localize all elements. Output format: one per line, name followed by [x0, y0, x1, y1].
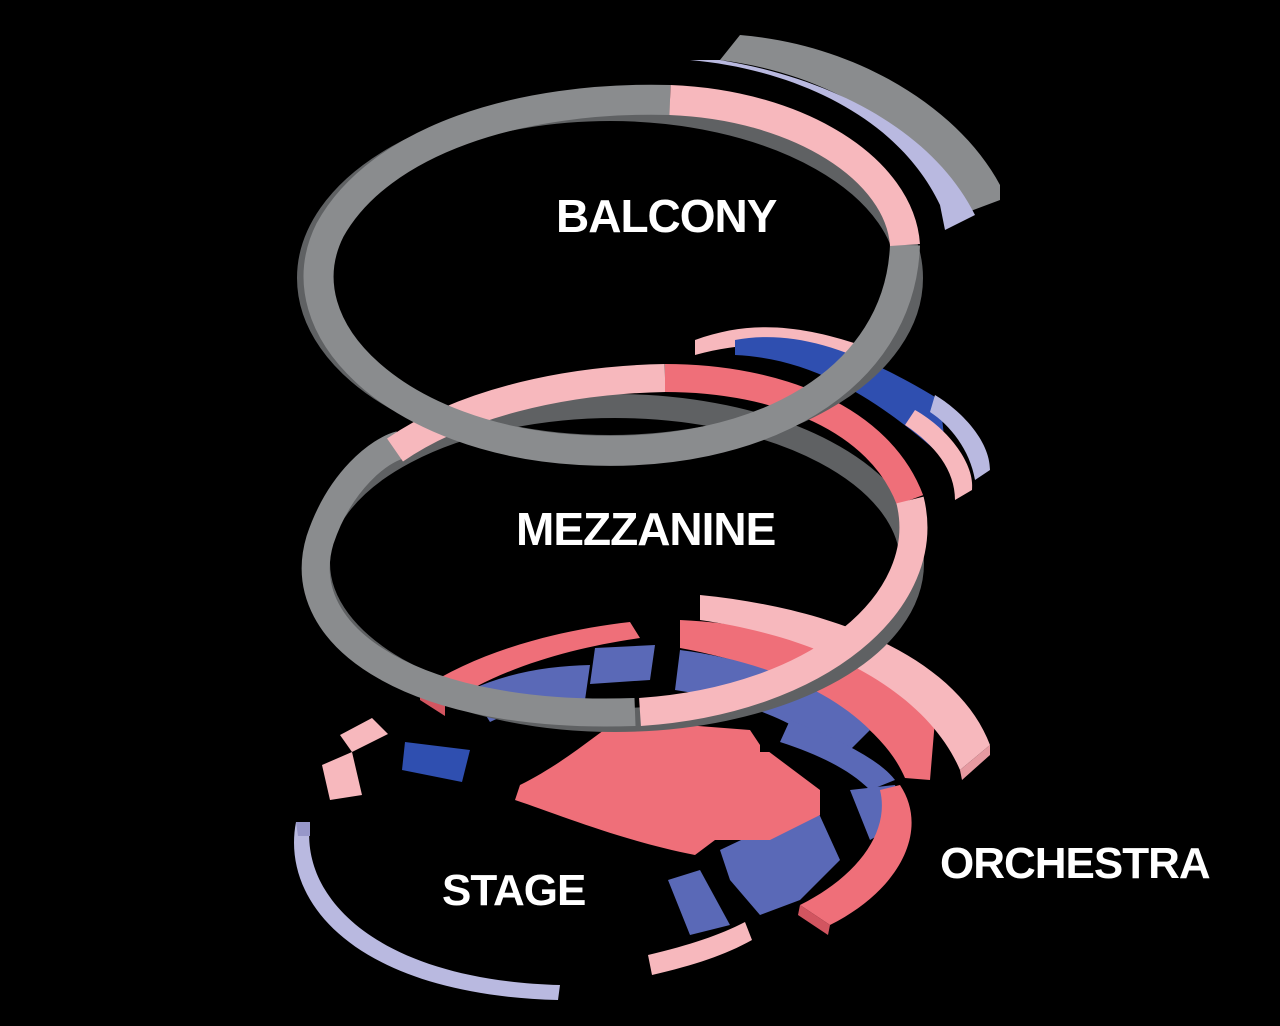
- orchestra-blue-block-5: [402, 742, 470, 782]
- mezzanine-right-box-pink: [905, 410, 973, 500]
- stage-ring-side: [296, 822, 310, 836]
- balcony-label: BALCONY: [556, 190, 777, 242]
- orchestra-outer-arc-left: [420, 622, 640, 705]
- orchestra-blue-block-2: [590, 645, 655, 684]
- stage-label: STAGE: [442, 866, 585, 915]
- orchestra-far-right-arc-side: [960, 745, 990, 780]
- balcony-back-box-blue: [690, 60, 975, 230]
- orchestra-blue-block-4: [780, 720, 895, 790]
- mezzanine-label: MEZZANINE: [516, 503, 775, 555]
- balcony-ring-gray: [303, 84, 920, 466]
- orchestra-right-inner-arc: [800, 785, 912, 925]
- mezzanine-level: MEZZANINE: [301, 327, 990, 732]
- orchestra-center-notch: [760, 738, 780, 752]
- mezzanine-right-box-pale: [930, 395, 990, 480]
- balcony-ring-pink: [669, 85, 920, 247]
- orchestra-left-box-lower: [322, 752, 362, 800]
- orchestra-right-inner-arc-side: [798, 905, 830, 935]
- orchestra-center-block: [515, 720, 820, 855]
- orchestra-level: ORCHESTRA STAGE: [294, 595, 1211, 1000]
- orchestra-blue-block-8: [668, 870, 730, 935]
- orchestra-outer-arc-right: [680, 620, 935, 780]
- balcony-level: BALCONY: [297, 35, 1000, 466]
- orchestra-label: ORCHESTRA: [940, 839, 1210, 888]
- mezzanine-ring-gray: [301, 431, 636, 727]
- orchestra-blue-block-7: [720, 805, 840, 915]
- orchestra-left-box-upper: [340, 718, 388, 752]
- mezzanine-ring-pink-right: [639, 496, 928, 726]
- orchestra-front-box: [648, 922, 752, 975]
- balcony-back-box-gray: [720, 35, 1000, 215]
- mezzanine-ring-pink-left: [387, 364, 666, 462]
- stage-ring: [294, 822, 560, 1000]
